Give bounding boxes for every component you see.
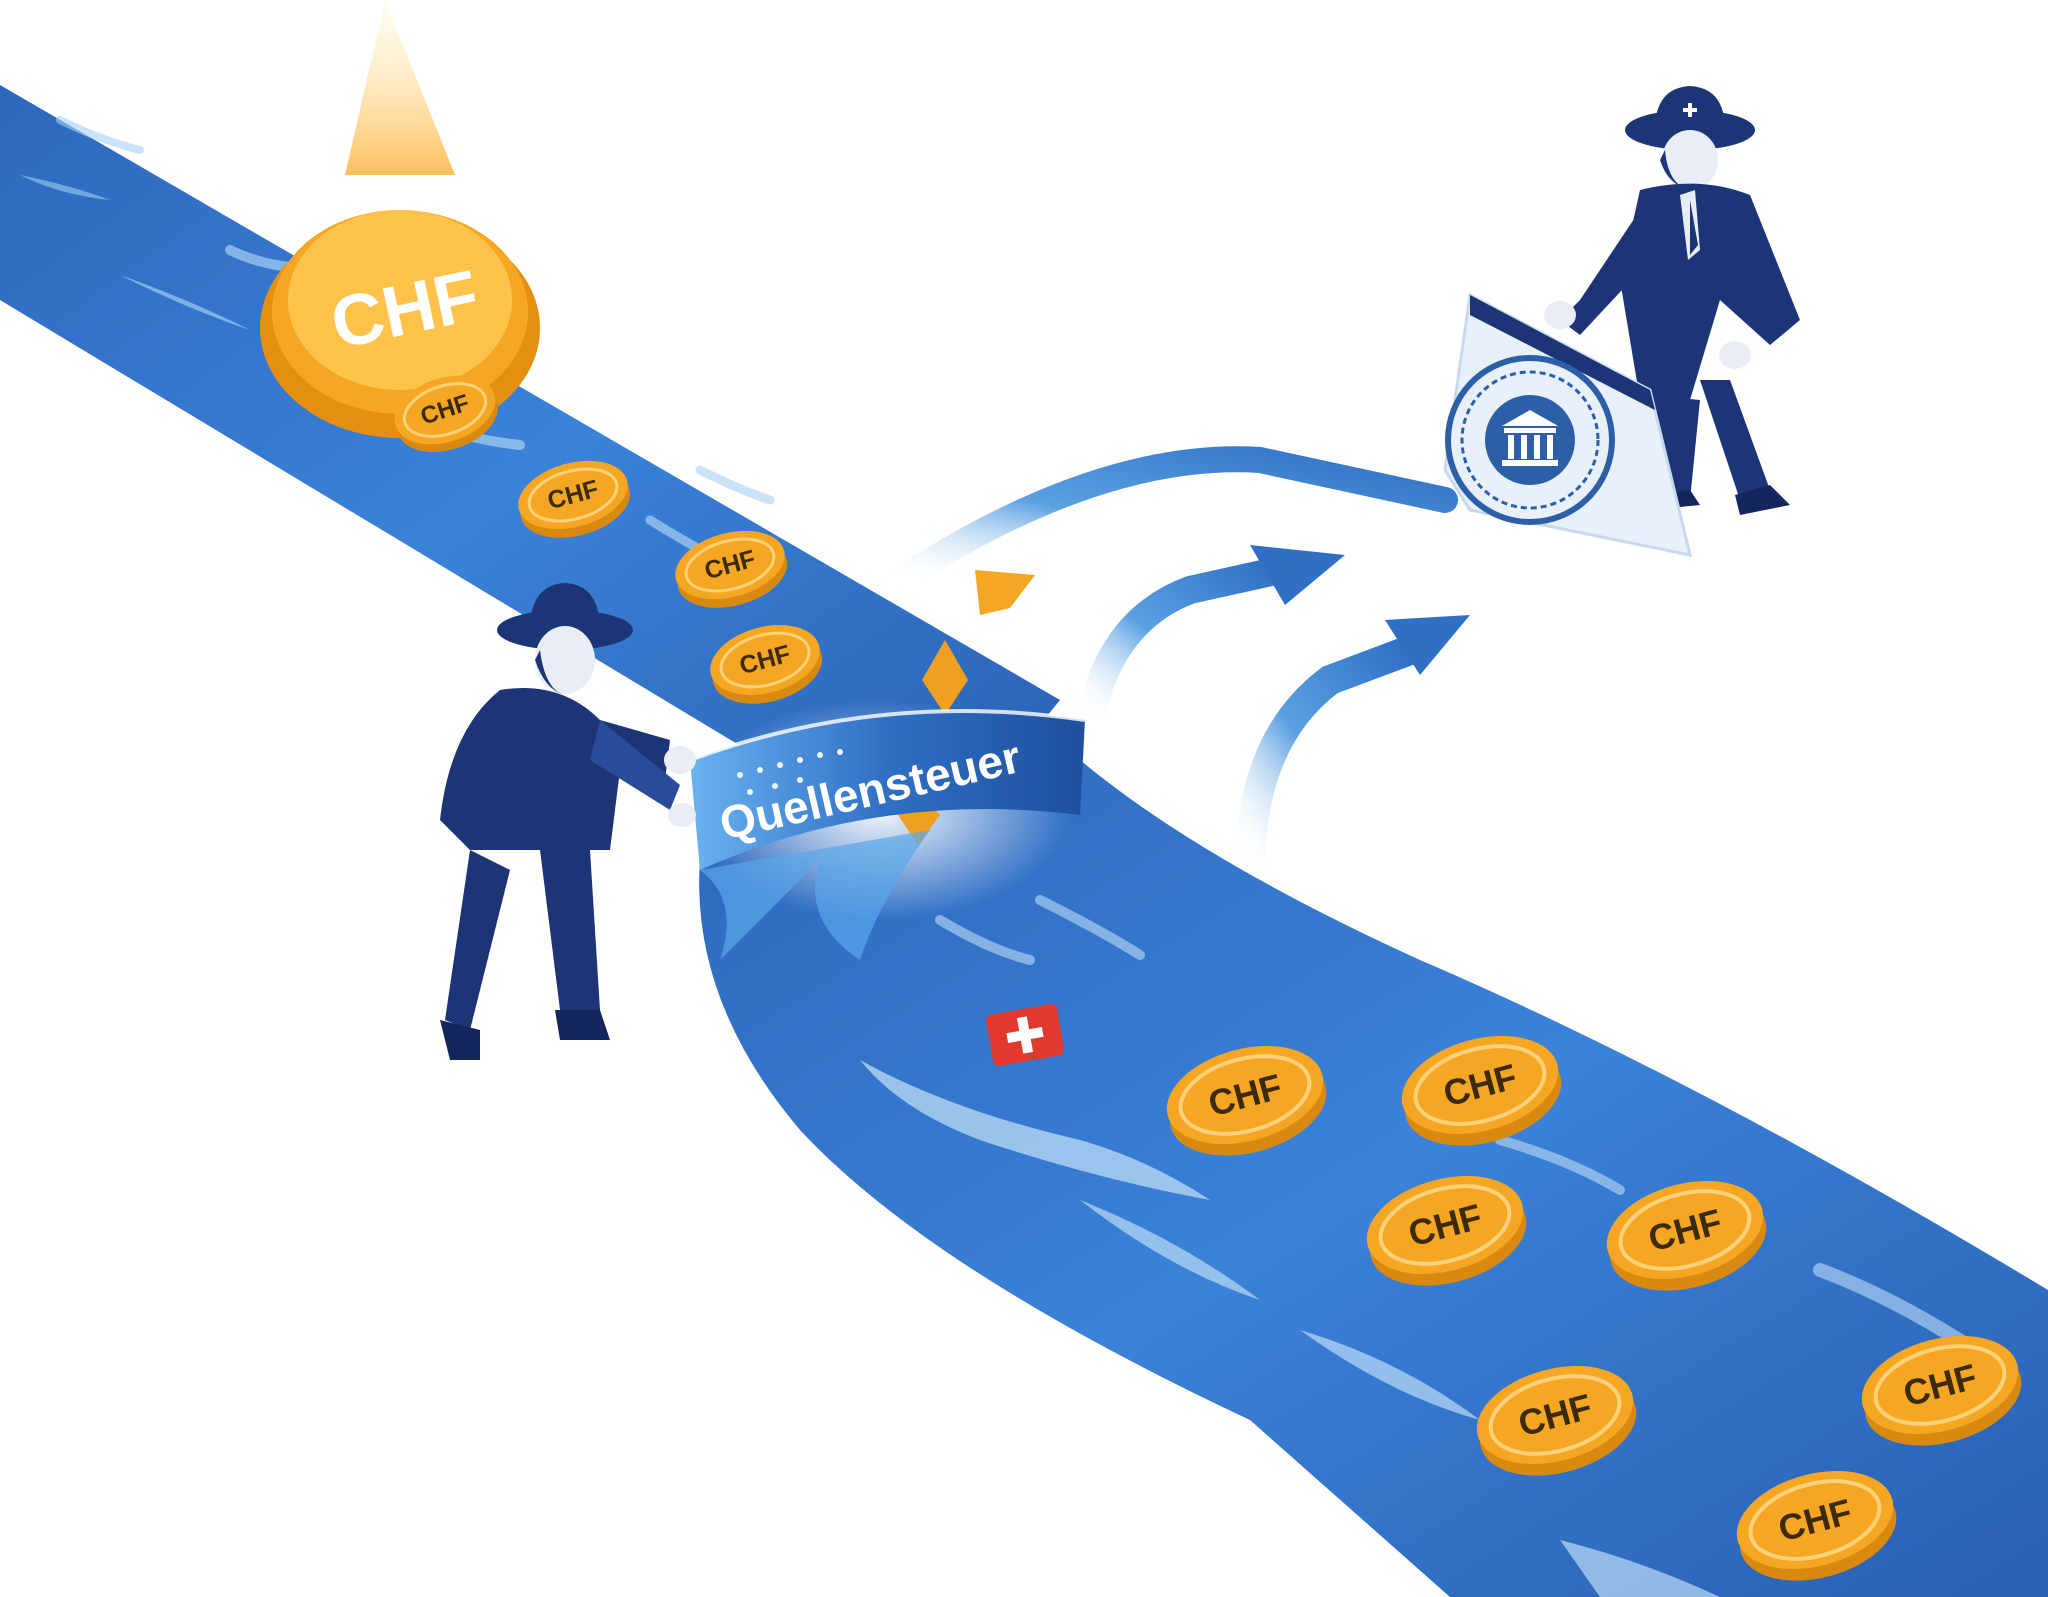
coin: CHF (518, 460, 631, 538)
coin: CHF (1401, 1035, 1562, 1146)
gold-token-icon (975, 570, 1035, 615)
arrow-icon (1076, 556, 1294, 734)
tax-flow-arrows (887, 446, 1470, 885)
swiss-flag-icon (985, 1004, 1065, 1066)
arrow-icon (887, 446, 1458, 593)
seal-emblem (1445, 355, 1615, 525)
large-coin-group: CHF (260, 0, 540, 438)
coin: CHF (1476, 1365, 1637, 1476)
coin: CHF (1606, 1180, 1767, 1291)
coin: CHF (1736, 1470, 1897, 1581)
tax-collector-figure (440, 583, 696, 1060)
coin: CHF (675, 530, 788, 608)
coin: CHF (1166, 1045, 1327, 1156)
arrow-icon (1250, 545, 1345, 605)
light-beam (345, 0, 455, 175)
bank-building-icon (1502, 410, 1558, 466)
gold-token-icon (922, 640, 968, 715)
tax-authority-figure (1544, 86, 1800, 515)
coin: CHF (394, 375, 498, 453)
coin: CHF (1861, 1335, 2022, 1446)
arrow-icon (1235, 635, 1425, 885)
coin: CHF (1366, 1175, 1527, 1286)
official-seal-board (1443, 292, 1693, 557)
coin: CHF (710, 624, 823, 704)
arrow-icon (1385, 615, 1470, 675)
